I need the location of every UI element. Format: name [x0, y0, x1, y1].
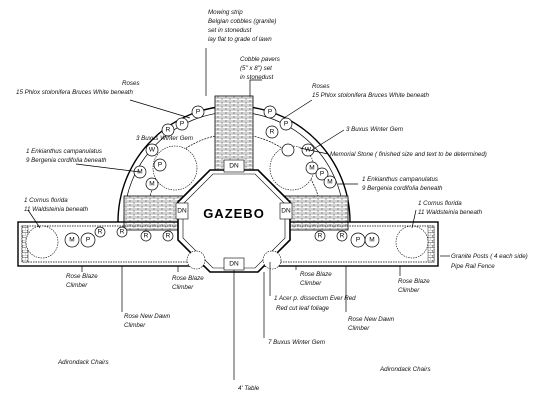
plant-symbol: P: [196, 109, 200, 116]
plan-label-line: lay flat to grade of lawn: [208, 36, 272, 43]
plant-symbol: W: [149, 147, 156, 154]
plant-symbol: M: [309, 165, 314, 172]
granite-posts-label: Granite Posts ( 4 each side): [451, 253, 528, 260]
plant-symbols: P P R W M M P P P R W M P M M P R R R R …: [64, 105, 380, 248]
plant-symbol: R: [270, 129, 275, 136]
plan-label-line: Climber: [348, 325, 370, 332]
plan-label-line: Red cut leaf foliage: [276, 305, 330, 312]
plant-symbol: R: [340, 233, 345, 240]
adirondack-left: Adirondack Chairs: [57, 359, 109, 366]
plan-label-line: 9 Bergenia cordifolia beneath: [26, 157, 107, 164]
plant-symbol: P: [180, 121, 184, 128]
plan-label-line: 9 Bergenia cordifolia beneath: [362, 185, 443, 192]
plant-symbol: R: [120, 229, 125, 236]
plan-label-line: 15 Phlox stolonifera Bruces White beneat…: [312, 92, 430, 99]
plant-symbol: R: [318, 233, 323, 240]
plan-labels: Mowing strip Belgian cobbles (granite) s…: [16, 9, 528, 392]
buxus-left-label: 3 Buxus Winter Gem: [136, 135, 193, 142]
rose-blaze-3: Rose Blaze: [300, 271, 332, 278]
dn-steps: DN DN DN DN: [175, 159, 293, 271]
table-label: 4' Table: [238, 385, 260, 392]
plan-label-line: Climber: [172, 284, 194, 291]
gazebo-title: GAZEBO: [203, 206, 265, 221]
dn-right: DN: [281, 208, 291, 215]
plan-label-line: (5" x 8") set: [240, 65, 272, 72]
roses-right-label: Roses: [312, 83, 330, 90]
adirondack-right: Adirondack Chairs: [379, 366, 431, 373]
memorial-stone-label: Memorial Stone ( finished size and text …: [330, 151, 487, 158]
acer-label: 1 Acer p. dissectum Ever Red: [274, 295, 356, 302]
plan-label-line: Climber: [300, 280, 322, 287]
plant-symbol: M: [149, 181, 154, 188]
plan-label-line: 11 Waldsteinia beneath: [24, 206, 89, 213]
buxus-bottom-label: 7 Buxus Winter Gem: [268, 339, 325, 346]
plant-symbol: M: [369, 237, 374, 244]
dn-top: DN: [229, 163, 239, 170]
plan-label-line: Climber: [124, 322, 146, 329]
plan-label-line: Belgian cobbles (granite): [208, 18, 276, 25]
plan-label-line: 11 Waldsteinia beneath: [418, 209, 483, 216]
large-shrubs: [25, 143, 429, 270]
plant-symbol: M: [69, 237, 74, 244]
enkianthus-left-label: 1 Enkianthus campanulatus: [26, 148, 102, 155]
dn-left: DN: [177, 208, 187, 215]
cobble-pavers-label: Cobble pavers: [240, 56, 280, 63]
plan-label-line: 15 Phlox stolonifera Bruces White beneat…: [16, 89, 134, 96]
buxus-right-label: 3 Buxus Winter Gem: [346, 126, 403, 133]
roses-left-label: Roses: [122, 80, 140, 87]
new-dawn-right: Rose New Dawn: [348, 316, 395, 323]
plan-label-line: Climber: [66, 282, 88, 289]
plan-label-line: in stonedust: [240, 74, 274, 81]
mowing-strip-label: Mowing strip: [208, 9, 243, 16]
plant-symbol: R: [98, 229, 103, 236]
plant-symbol: P: [284, 121, 288, 128]
plant-symbol: R: [166, 233, 171, 240]
plan-label-line: Climber: [398, 287, 420, 294]
plant-symbol: P: [86, 237, 90, 244]
rose-blaze-2: Rose Blaze: [172, 275, 204, 282]
plant-symbol: P: [268, 109, 272, 116]
plant-symbol: P: [158, 162, 162, 169]
dn-bottom: DN: [229, 261, 239, 268]
cornus-left-label: 1 Cornus florida: [24, 197, 68, 204]
plan-label-line: set in stonedust: [208, 27, 252, 34]
plant-symbol: P: [356, 237, 360, 244]
cornus-right-label: 1 Cornus florida: [418, 200, 462, 207]
plant-symbol: M: [327, 179, 332, 186]
plant-symbol: R: [144, 233, 149, 240]
enkianthus-right-label: 1 Enkianthus campanulatus: [362, 176, 438, 183]
new-dawn-left: Rose New Dawn: [124, 313, 171, 320]
rose-blaze-1: Rose Blaze: [66, 273, 98, 280]
plant-symbol: P: [320, 171, 324, 178]
plan-label-line: Pipe Rail Fence: [451, 263, 495, 270]
leader-lines: [27, 48, 450, 380]
plant-symbol: R: [166, 127, 171, 134]
rose-blaze-4: Rose Blaze: [398, 278, 430, 285]
